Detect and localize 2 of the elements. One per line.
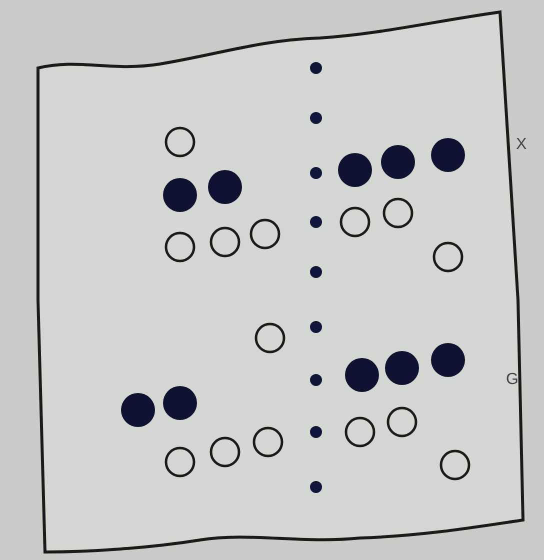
- row-label: G: [506, 371, 518, 389]
- row-label: X: [516, 136, 527, 154]
